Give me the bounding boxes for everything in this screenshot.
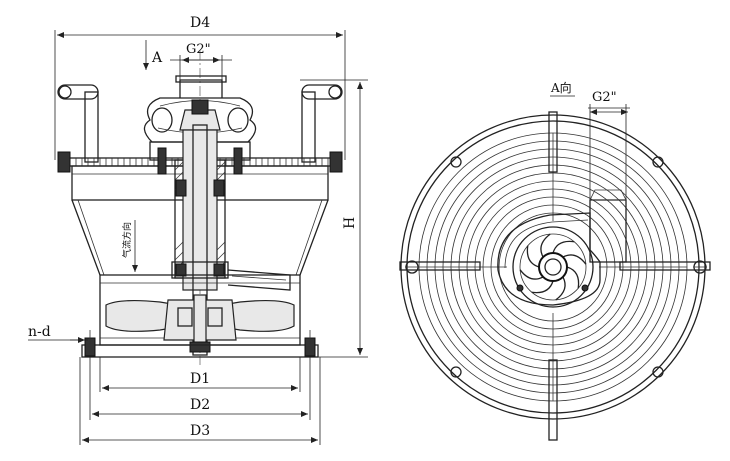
cone-duct (71, 199, 329, 276)
dimension-d2: D2 (89, 357, 311, 420)
impeller-top (512, 226, 594, 308)
dimension-n-d: n-d (28, 324, 88, 343)
label-g2-top: G2" (186, 42, 211, 57)
label-airflow: 气流方向 (121, 222, 133, 258)
view-label-a: A向 (550, 80, 575, 97)
impeller-blades (105, 294, 295, 353)
top-view-a: A向 G2" (399, 80, 711, 441)
base-flange (81, 330, 319, 358)
support-ribs (399, 111, 711, 441)
label-a-view: A向 (550, 80, 572, 95)
dimension-h: H (300, 79, 368, 358)
bolt-holes (405, 156, 707, 378)
side-section-view: D4 A G2" H (28, 15, 368, 445)
dimension-g2-top: G2" (170, 42, 232, 95)
lifting-handle-left (57, 84, 99, 163)
volute-outlet (497, 189, 627, 306)
dimension-d1: D1 (99, 357, 301, 392)
label-n-d: n-d (28, 324, 51, 340)
dimension-d3: D3 (79, 357, 321, 445)
label-d1: D1 (190, 371, 210, 387)
label-d2: D2 (190, 397, 210, 413)
view-arrow-a: A (143, 40, 163, 70)
airflow-annotation: 气流方向 (121, 220, 138, 272)
label-a-arrow: A (151, 50, 163, 66)
shaft-assembly (149, 124, 251, 356)
label-g2-right: G2" (592, 90, 617, 105)
pump-volute (143, 75, 257, 143)
dimension-d4: D4 (54, 15, 346, 160)
lifting-handle-right (301, 84, 343, 163)
label-d4: D4 (190, 15, 210, 31)
label-d3: D3 (190, 423, 210, 439)
label-h: H (342, 217, 358, 229)
inlet-pipe (227, 269, 291, 291)
